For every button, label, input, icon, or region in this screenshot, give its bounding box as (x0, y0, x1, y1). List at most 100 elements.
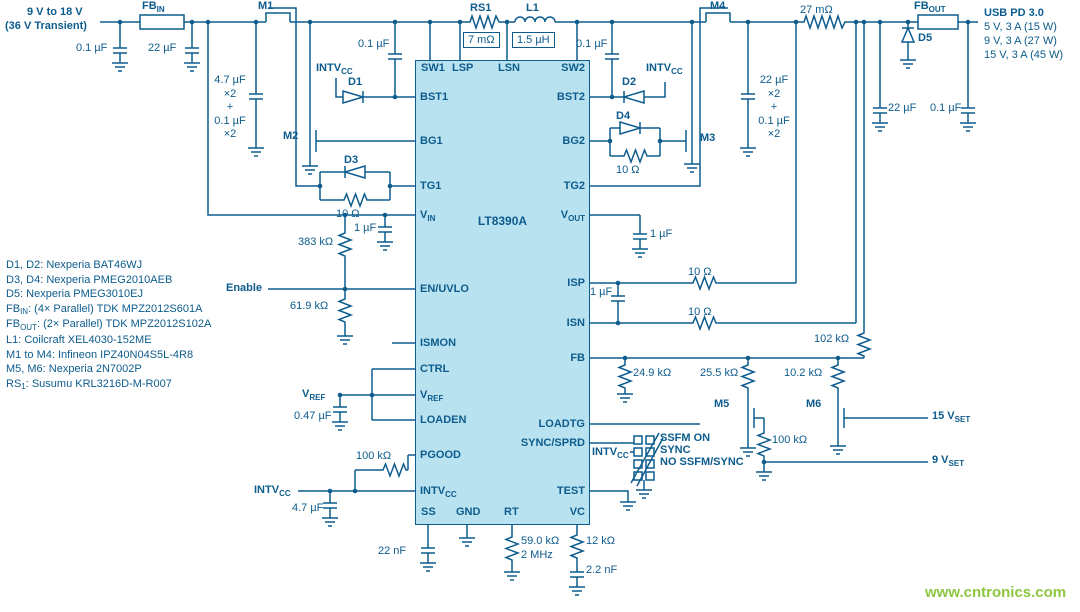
m2-mosfet (309, 22, 415, 164)
note-line: RS1: Susumu KRL3216D-M-R007 (6, 377, 172, 392)
d2-diode (621, 89, 645, 105)
label-input-cap-bank: 4.7 µF ×2 + 0.1 µF ×2 (214, 74, 246, 140)
label-jumper-sync: SYNC (660, 444, 691, 456)
d5-diode (900, 26, 916, 43)
input-voltage-label: 9 V to 18 V (27, 6, 83, 18)
label-rs1: RS1 (470, 2, 492, 14)
label-d5: D5 (918, 32, 933, 44)
d3-diode (342, 164, 366, 180)
note-line: M5, M6: Nexperia 2N7002P (6, 363, 142, 376)
label-r-bg2: 10 Ω (616, 164, 640, 176)
pin-rt: RT (504, 506, 519, 518)
label-fb-in: FBIN (142, 0, 165, 14)
pin-en-uvlo: EN/UVLO (420, 283, 469, 295)
label-m1: M1 (258, 0, 274, 12)
label-enable: Enable (226, 282, 263, 294)
d3-network (319, 164, 415, 207)
label-l1: L1 (526, 2, 539, 14)
pin-vout: VOUT (560, 209, 585, 223)
pin-ismon: ISMON (420, 337, 457, 349)
label-9v-set: 9 VSET (932, 454, 965, 468)
label-c-bst2: 0.1 µF (576, 38, 608, 50)
label-rs1-value: 7 mΩ (463, 32, 500, 48)
m4-mosfet (590, 7, 731, 187)
m3-mosfet (685, 22, 693, 162)
component-notes: D1, D2: Nexperia BAT46WJ D3, D4: Nexperi… (6, 258, 211, 392)
m5-mosfet (753, 408, 765, 430)
label-jumper-ssfm-on: SSFM ON (660, 432, 711, 444)
input-transient-label: (36 V Transient) (5, 20, 87, 32)
label-c-vout: 1 µF (650, 228, 673, 240)
label-d4: D4 (616, 110, 631, 122)
label-rt-frequency: 2 MHz (521, 549, 553, 561)
pin-ctrl: CTRL (420, 363, 450, 375)
label-c-ss: 22 nF (378, 545, 407, 557)
ferrite-bead-fbout (917, 14, 959, 30)
m6-mosfet (843, 408, 928, 428)
pin-loaden: LOADEN (420, 414, 467, 426)
pin-vc: VC (569, 506, 585, 518)
note-line: M1 to M4: Infineon IPZ40N04S5L-4R8 (6, 348, 194, 361)
label-r-isn: 10 Ω (688, 306, 712, 318)
output-option-2: 9 V, 3 A (27 W) (984, 35, 1057, 47)
label-m5: M5 (714, 398, 730, 410)
pin-ss: SS (421, 506, 436, 518)
output-option-3: 15 V, 3 A (45 W) (984, 49, 1064, 61)
pin-sync-sprd: SYNC/SPRD (520, 437, 585, 449)
label-intvcc-d1: INTVCC (316, 62, 353, 76)
label-r249: 24.9 kΩ (633, 367, 672, 379)
label-r102k: 102 kΩ (814, 333, 850, 345)
label-c-bst1: 0.1 µF (358, 38, 390, 50)
label-d2: D2 (622, 76, 637, 88)
pin-lsn: LSN (498, 62, 520, 74)
note-line: D5: Nexperia PMEG3010EJ (6, 288, 143, 301)
label-d1: D1 (348, 76, 363, 88)
label-c-vin: 1 µF (354, 222, 377, 234)
pin-lsp: LSP (452, 62, 474, 74)
label-vref-net: VREF (302, 388, 326, 402)
label-fb-out: FBOUT (914, 0, 946, 14)
rs1-resistor (468, 13, 502, 31)
ic-part-number: LT8390A (477, 214, 528, 228)
label-cin-small: 0.1 µF (76, 42, 108, 54)
pin-test: TEST (556, 485, 585, 497)
d4-network (590, 120, 686, 163)
note-line: D1, D2: Nexperia BAT46WJ (6, 259, 143, 271)
pin-bst2: BST2 (556, 91, 585, 103)
label-d3: D3 (344, 154, 359, 166)
label-l1-value: 1.5 µH (512, 32, 555, 48)
pin-sw1: SW1 (421, 62, 445, 74)
label-cin-bulk: 22 µF (148, 42, 177, 54)
label-sense-resistor: 27 mΩ (800, 4, 833, 16)
pin-pgood: PGOOD (420, 449, 461, 461)
label-r255: 25.5 kΩ (700, 367, 739, 379)
pin-tg2: TG2 (563, 180, 585, 192)
label-c-is: 1 µF (590, 286, 613, 298)
note-line: FBIN: (4× Parallel) TDK MPZ2012S601A (6, 302, 203, 317)
pin-isp: ISP (567, 277, 585, 289)
pin-bg1: BG1 (420, 135, 443, 147)
d1-diode (342, 89, 366, 105)
label-m2: M2 (283, 130, 299, 142)
label-r-vc: 12 kΩ (586, 535, 616, 547)
pin-bg2: BG2 (562, 135, 585, 147)
label-m4: M4 (710, 0, 726, 12)
pin-isn: ISN (566, 317, 585, 329)
label-intvcc-d2: INTVCC (646, 62, 683, 76)
watermark: www.cntronics.com (925, 584, 1067, 601)
label-r383: 383 kΩ (298, 236, 334, 248)
label-r-pgood: 100 kΩ (356, 450, 392, 462)
label-r-isp: 10 Ω (688, 266, 712, 278)
label-r-tg1: 10 Ω (336, 208, 360, 220)
pin-intvcc: INTVCC (420, 485, 457, 499)
label-c-intvcc: 4.7 µF (292, 502, 324, 514)
jumper-header (590, 432, 664, 488)
note-line: FBOUT: (2× Parallel) TDK MPZ2012S102A (6, 318, 212, 332)
pin-vin: VIN (420, 209, 436, 223)
m1-mosfet (265, 7, 320, 187)
pin-bst1: BST1 (420, 91, 449, 103)
note-line: D3, D4: Nexperia PMEG2010AEB (6, 273, 173, 286)
pin-tg1: TG1 (420, 180, 442, 192)
